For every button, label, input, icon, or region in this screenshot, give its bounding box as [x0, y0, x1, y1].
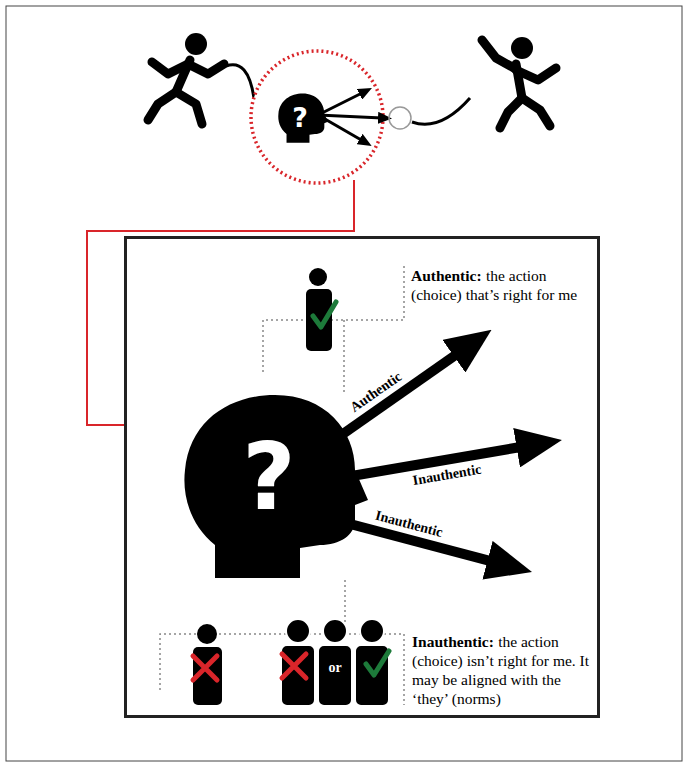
check-mark: [313, 302, 336, 327]
callout-heading: Authentic:: [411, 267, 482, 284]
figure-leg: [148, 92, 176, 120]
callout-bracket: [160, 634, 404, 705]
figure-arm: [516, 68, 556, 80]
head-silhouette: [278, 93, 328, 142]
cross-mark: [193, 656, 217, 680]
callout-block: Authentic:the action (choice) that’s rig…: [411, 266, 593, 304]
zoom-leader: [87, 180, 354, 425]
person-body: [318, 645, 352, 706]
path-curve: [412, 98, 470, 124]
figure-arm: [482, 40, 514, 68]
callout-bracket: [160, 264, 404, 705]
person-head: [309, 268, 327, 286]
cross-mark: [282, 654, 306, 678]
callout-bracket: [263, 264, 404, 372]
person-head: [360, 619, 384, 643]
person-head: [197, 624, 217, 644]
callout-leader: [343, 320, 345, 392]
path-curve: [226, 65, 254, 98]
running-figure: [148, 60, 224, 124]
person-body: [193, 647, 222, 705]
person-head: [323, 619, 347, 643]
callout-block: Inauthentic:the action (choice) isn’t ri…: [412, 632, 594, 708]
zoom-circle: [251, 51, 383, 183]
figure-leg: [522, 98, 550, 126]
frame-border: [6, 6, 682, 761]
arrow-label: Inauthentic: [374, 508, 445, 541]
question-mark: ?: [292, 104, 308, 131]
choice-arrow: [318, 115, 382, 118]
person-head: [286, 619, 310, 643]
check-mark: [366, 651, 389, 675]
choice-panel: Authentic:the action (choice) that’s rig…: [124, 236, 600, 718]
chosen-marker: [389, 107, 411, 129]
figure-arm: [188, 64, 224, 74]
head-silhouette: [184, 395, 368, 578]
or-label: or: [328, 660, 341, 675]
arrow-label: Authentic: [347, 369, 404, 415]
figure-arm: [152, 62, 188, 74]
arrow-label: Inauthentic: [412, 462, 483, 489]
figure-head: [185, 33, 207, 55]
person-body: [355, 645, 389, 706]
person-group: [281, 619, 389, 706]
person-body: [281, 645, 315, 706]
figure-leg: [500, 98, 522, 128]
choice-arrow: [318, 93, 363, 116]
figure-leg: [176, 92, 202, 124]
figure-head: [511, 37, 533, 59]
callout-heading: Inauthentic:: [412, 633, 494, 650]
question-mark: ?: [242, 432, 295, 524]
